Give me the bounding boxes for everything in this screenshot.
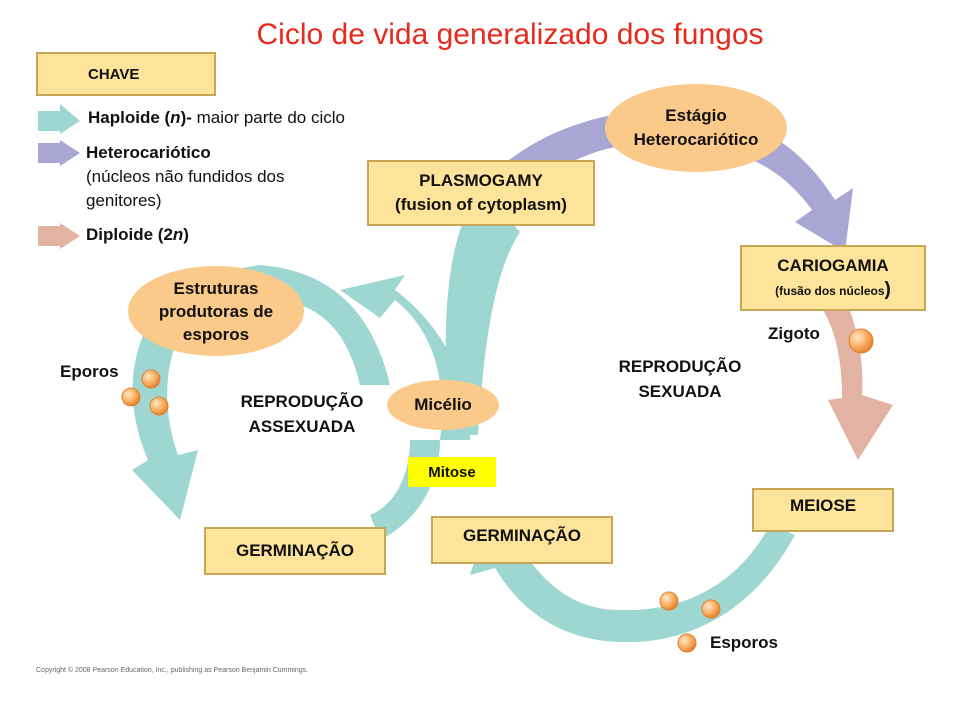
spore-icon [659,591,679,611]
plasmogamy-box: PLASMOGAMY (fusion of cytoplasm) [367,160,595,226]
asexual-reproduction-label: REPRODUÇÃO ASSEXUADA [240,392,364,436]
mitosis-label: Mitose [408,457,496,487]
karyogamy-box: CARIOGAMIA (fusão dos núcleos) [740,245,926,311]
spore-structures-oval: Estruturas produtoras de esporos [128,266,304,356]
spores-asexual-label: Eporos [60,362,119,381]
spores-sexual-label: Esporos [710,633,779,652]
diploid-key-arrow [38,223,80,249]
heterokaryotic-key-label: Heterocariótico (núcleos não fundidos do… [86,143,285,210]
spore-icon [701,599,721,619]
diploid-key-label: Diploide (2n) [86,225,189,244]
heterokaryotic-stage-oval: Estágio Heterocariótico [605,84,787,172]
zygote-label: Zigoto [768,324,820,343]
haploid-arrow-to-plasmogamy [445,195,520,435]
haploid-key-arrow [38,104,80,134]
haploid-key-label: Haploide (n)- maior parte do ciclo [88,108,345,127]
key-heading: CHAVE [88,65,140,83]
haploid-arrow-asexual-bottom [370,440,440,540]
zygote-icon [848,328,874,354]
spore-icon [141,369,161,389]
sexual-reproduction-label: REPRODUÇÃO SEXUADA [618,357,742,401]
diploid-arrow [820,300,893,460]
page-title: Ciclo de vida generalizado dos fungos [256,18,764,51]
mycelium-oval: Micélio [387,380,499,430]
heterokaryotic-key-arrow [38,140,80,166]
germination-right-box: GERMINAÇÃO [431,516,613,564]
spore-icon [677,633,697,653]
meiosis-box: MEIOSE [752,488,894,532]
germination-left-box: GERMINAÇÃO [204,527,386,575]
copyright-notice: Copyright © 2008 Pearson Education, Inc.… [36,667,309,674]
key-box: CHAVE [36,52,216,96]
spore-icon [149,396,169,416]
spore-icon [121,387,141,407]
